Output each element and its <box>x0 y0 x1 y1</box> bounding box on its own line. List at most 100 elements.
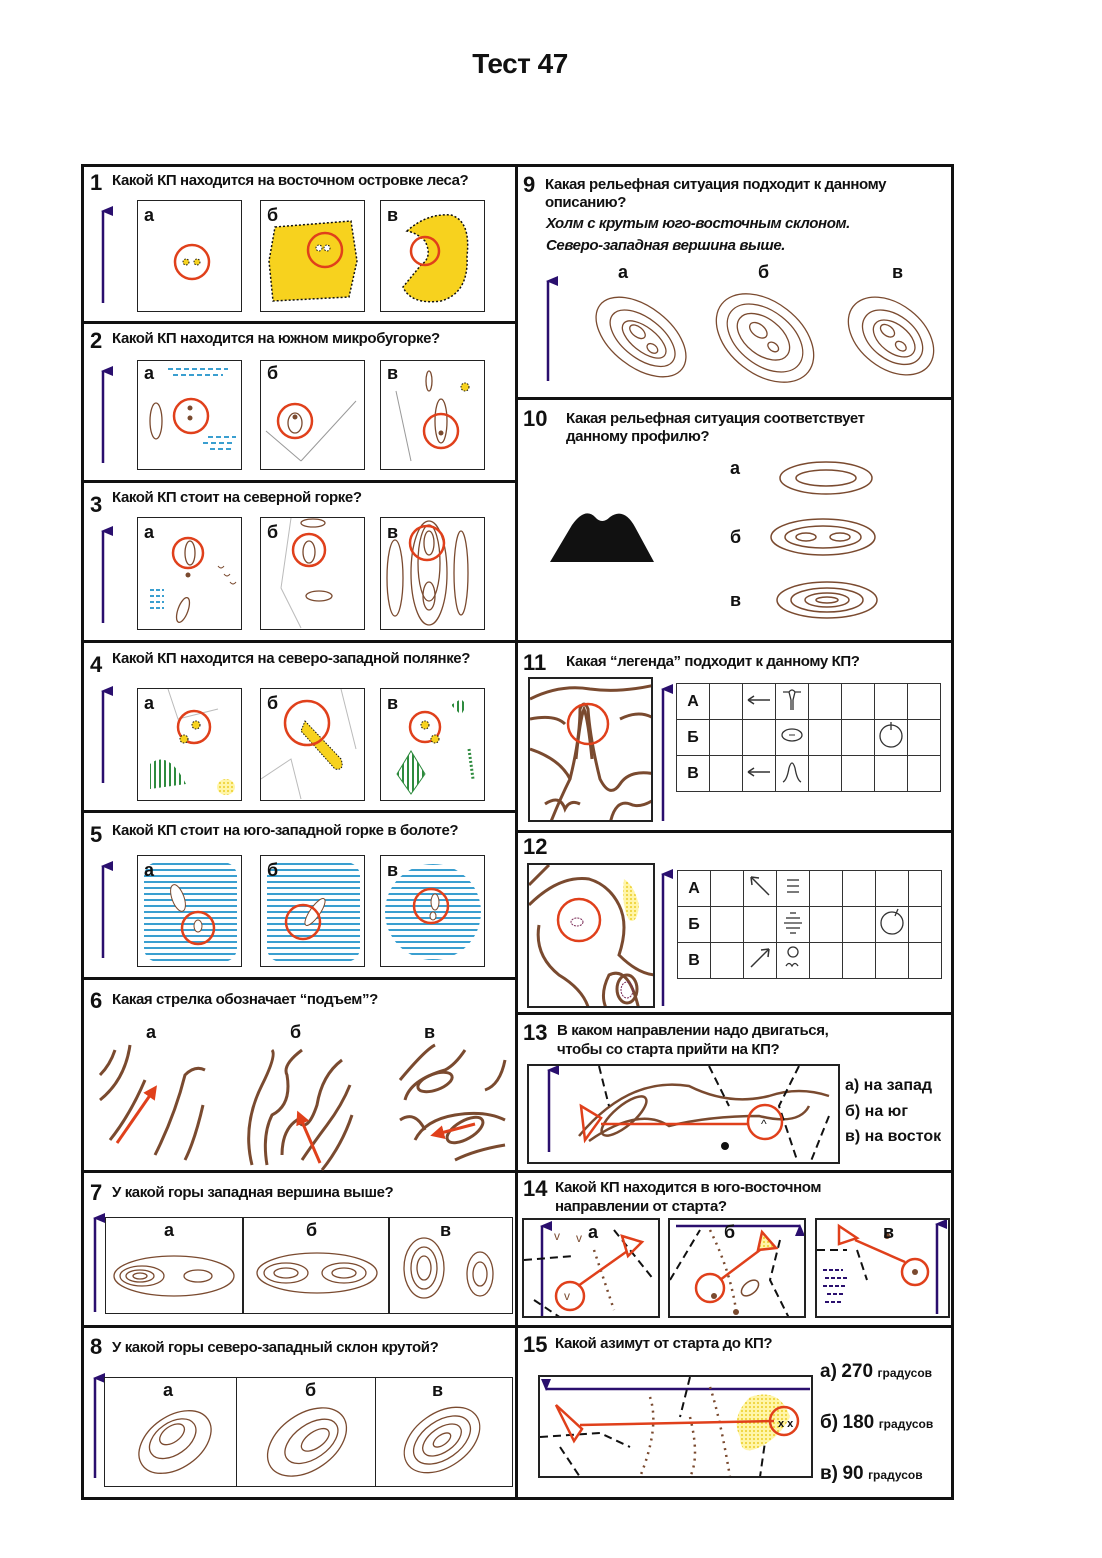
question-text-line1: Какой КП находится в юго-восточном <box>555 1179 822 1196</box>
option-label-b: б <box>267 205 279 225</box>
description-line1: Холм с крутым юго-восточным склоном. <box>546 215 850 232</box>
option-label-b: б <box>724 1222 736 1242</box>
question-text: Какой азимут от старта до КП? <box>555 1335 773 1352</box>
answer-b[interactable]: б) 180 градусов <box>820 1412 933 1434</box>
option-map-a[interactable]: а <box>137 688 242 801</box>
arrow-left-icon <box>742 683 776 720</box>
narrow-marsh-symbol-icon <box>776 906 810 943</box>
arrow-northwest-icon <box>743 870 777 907</box>
option-map-c[interactable]: в <box>380 360 485 470</box>
option-map-c[interactable]: в <box>375 1377 513 1487</box>
option-map-c[interactable]: в <box>380 688 485 801</box>
answer-value: 180 <box>842 1412 875 1433</box>
legend-row-c[interactable]: В <box>676 755 941 792</box>
option-map-b[interactable]: б <box>236 1377 376 1487</box>
option-label-c: в <box>892 262 904 282</box>
answer-unit: градусов <box>868 1468 923 1482</box>
question-number: 7 <box>90 1180 103 1205</box>
legend-row-a[interactable]: А <box>677 870 942 907</box>
option-label-a: а <box>588 1222 599 1242</box>
divider <box>81 1170 517 1173</box>
option-label-c: в <box>432 1380 444 1400</box>
option-map-a[interactable]: а <box>137 200 242 312</box>
option-label-a: а <box>144 205 155 225</box>
option-label-a: а <box>730 458 741 478</box>
arrow-left-icon <box>742 755 776 792</box>
option-label-b: б <box>305 1380 317 1400</box>
option-map-c[interactable]: в <box>380 855 485 967</box>
option-map-a[interactable]: а <box>105 1217 243 1314</box>
answer-b[interactable]: б) на юг <box>845 1103 908 1120</box>
answer-letter: б) <box>820 1412 839 1433</box>
option-label-b: б <box>267 860 279 880</box>
option-map-a[interactable]: а <box>104 1377 237 1487</box>
option-label-c: в <box>387 693 399 713</box>
row-label: Б <box>676 719 710 756</box>
option-label-c: в <box>424 1022 436 1042</box>
question-number: 12 <box>523 834 548 859</box>
option-figure-c[interactable] <box>395 1040 515 1165</box>
answer-c[interactable]: в) 90 градусов <box>820 1463 923 1485</box>
legend-row-c[interactable]: В <box>677 942 942 979</box>
answer-a[interactable]: а) на запад <box>845 1077 933 1094</box>
svg-text:v: v <box>554 1229 560 1243</box>
question-number: 6 <box>90 988 103 1013</box>
option-map-a[interactable]: а <box>137 855 242 967</box>
option-map-b[interactable]: б <box>260 855 365 967</box>
option-map-c[interactable]: в <box>389 1217 513 1314</box>
answer-value: 90 <box>842 1463 864 1484</box>
legend-table-q12: А Б В <box>677 870 942 979</box>
question-text-line2: данному профилю? <box>566 428 710 445</box>
option-label-b: б <box>267 363 279 383</box>
north-arrow-icon <box>546 276 558 381</box>
option-figure-a[interactable] <box>95 1044 215 1165</box>
option-label-c: в <box>387 860 399 880</box>
north-arrow-icon <box>101 526 113 623</box>
option-map-b[interactable]: б <box>668 1218 806 1318</box>
answer-letter: а) <box>820 1361 837 1382</box>
north-arrow-icon <box>101 206 113 303</box>
option-map-c[interactable]: в <box>815 1218 950 1318</box>
option-label-a: а <box>144 363 155 383</box>
option-map-a[interactable]: а <box>137 517 242 630</box>
option-map-a[interactable]: а <box>137 360 242 470</box>
question-number: 1 <box>90 170 103 195</box>
option-map-c[interactable]: в <box>380 517 485 630</box>
answer-unit: градусов <box>878 1417 934 1431</box>
divider <box>515 1170 954 1173</box>
north-arrow-icon <box>661 684 673 821</box>
option-map-b[interactable]: б <box>260 517 365 630</box>
divider <box>81 810 517 813</box>
legend-row-b[interactable]: Б <box>677 906 942 943</box>
option-figure-a[interactable] <box>585 285 695 390</box>
divider <box>81 1325 517 1328</box>
divider <box>515 830 954 833</box>
legend-row-a[interactable]: А <box>676 683 941 720</box>
north-arrow-icon <box>93 1373 105 1478</box>
question-number: 4 <box>90 652 103 677</box>
question-number: 9 <box>523 172 536 197</box>
option-map-c[interactable]: в <box>380 200 485 312</box>
option-figure-a[interactable] <box>776 458 876 498</box>
option-figure-b[interactable] <box>242 1045 362 1171</box>
question-number: 14 <box>523 1176 548 1201</box>
option-figure-c[interactable] <box>772 578 882 622</box>
option-label-a: а <box>146 1022 157 1042</box>
option-label-b: б <box>290 1022 302 1042</box>
north-arrow-icon <box>101 686 113 783</box>
answer-c[interactable]: в) на восток <box>845 1128 942 1145</box>
answer-a[interactable]: а) 270 градусов <box>820 1361 932 1383</box>
legend-row-b[interactable]: Б <box>676 719 941 756</box>
option-figure-c[interactable] <box>845 290 940 390</box>
option-map-b[interactable]: б <box>260 200 365 312</box>
option-map-b[interactable]: б <box>260 360 365 470</box>
question-number: 3 <box>90 492 103 517</box>
question-text: Какой КП стоит на северной горке? <box>112 489 362 506</box>
option-label-a: а <box>164 1220 175 1240</box>
option-map-b[interactable]: б <box>260 688 365 801</box>
row-label: В <box>677 942 711 979</box>
option-figure-b[interactable] <box>766 515 881 559</box>
option-figure-b[interactable] <box>715 280 815 395</box>
option-map-b[interactable]: б <box>243 1217 389 1314</box>
